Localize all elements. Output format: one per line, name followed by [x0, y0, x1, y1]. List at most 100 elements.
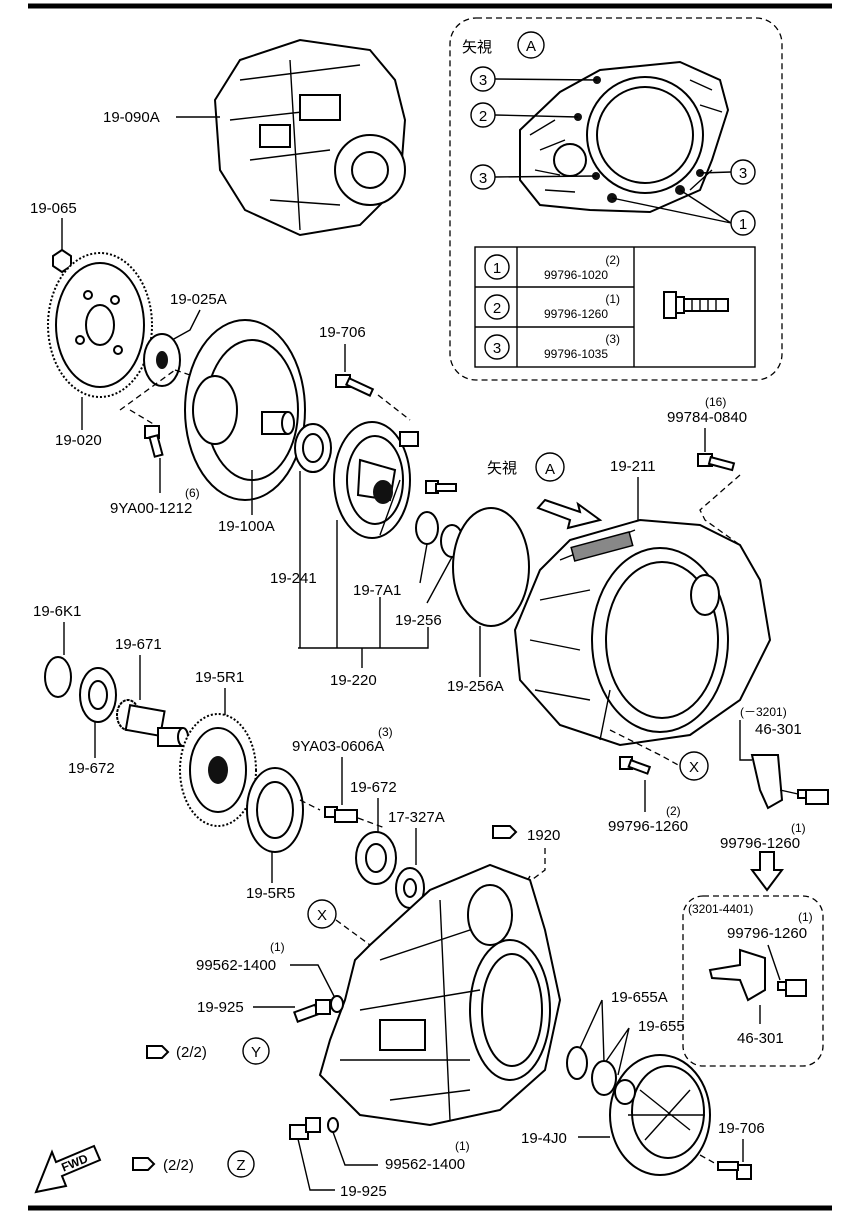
label-range-3201: (－3201) [740, 705, 787, 719]
bolt-table: 1 (2) 99796-1020 2 (1) 99796-1260 3 (3) … [474, 246, 756, 368]
label-99796-1260c: 99796-1260 [727, 925, 807, 942]
label-19-025A: 19-025A [170, 291, 227, 308]
torque-converter [184, 319, 306, 501]
callout-2: 2 [479, 108, 487, 125]
label-19-925-bot: 19-925 [340, 1183, 387, 1200]
ref-y-marker[interactable]: Y [251, 1044, 261, 1061]
o-ring-19-256A [452, 507, 530, 627]
pointing-hand-icon-z [132, 1157, 156, 1171]
label-19-671: 19-671 [115, 636, 162, 653]
output-gear-19-671 [116, 699, 189, 747]
view-a-inset: 矢視 A 3 2 3 3 1 [449, 17, 783, 381]
ref-z-circle [227, 1150, 255, 1178]
bearing-19-672-mid [355, 831, 397, 885]
label-19-090A: 19-090A [103, 109, 160, 126]
table-row-2-marker: 2 [493, 300, 501, 317]
label-9YA00-1212: 9YA00-1212 [110, 500, 192, 517]
inset-title: 矢視 [462, 39, 492, 56]
retainer-19-5R5 [246, 767, 304, 853]
fwd-arrow-icon: FWD [34, 1144, 102, 1194]
inset-border [449, 17, 783, 381]
label-46-301-bot: 46-301 [737, 1030, 784, 1047]
converter-housing [513, 518, 772, 747]
o-ring-19-256-a [415, 511, 439, 545]
label-99562-bot-qty: (1) [455, 1139, 470, 1153]
label-9YA00-qty: (6) [185, 486, 200, 500]
bracket-46-301-top [750, 754, 784, 810]
label-19-672-left: 19-672 [68, 760, 115, 777]
bolt-9YA00 [144, 425, 164, 458]
label-19-220: 19-220 [330, 672, 377, 689]
label-19-5R5: 19-5R5 [246, 885, 295, 902]
bolt-19-706-top [335, 374, 375, 397]
label-99796-1260-qty: (2) [666, 804, 681, 818]
callout-1: 1 [739, 216, 747, 233]
washer-99562-top [330, 995, 344, 1013]
bolt-99784 [697, 453, 736, 472]
drive-plate [143, 333, 181, 387]
sensor-19-925-bot [289, 1117, 321, 1140]
label-9YA03-0606A: 9YA03-0606A [292, 738, 384, 755]
pointing-hand-icon-y [146, 1045, 170, 1059]
label-19-7A1: 19-7A1 [353, 582, 401, 599]
label-99796-1260b: 99796-1260 [720, 835, 800, 852]
bolt-99796-1260-x [619, 756, 652, 775]
bolt-19-706-bot [717, 1161, 752, 1180]
transaxle-case [318, 863, 562, 1127]
marker-x-circle [679, 751, 709, 781]
cover-19-4J0 [609, 1054, 711, 1176]
label-19-5R1: 19-5R1 [195, 669, 244, 686]
sensor-19-925-top [293, 999, 331, 1023]
table-row-1-qty: (2) [605, 253, 620, 267]
ref-z-page[interactable]: (2/2) [163, 1157, 194, 1174]
table-row-1-part: 99796-1020 [544, 268, 608, 282]
callout-3c: 3 [739, 165, 747, 182]
label-19-256A: 19-256A [447, 678, 504, 695]
label-19-241: 19-241 [270, 570, 317, 587]
flywheel [47, 252, 153, 398]
ref-z-marker[interactable]: Z [236, 1157, 245, 1174]
ref-y-page[interactable]: (2/2) [176, 1044, 207, 1061]
label-19-256: 19-256 [395, 612, 442, 629]
bracket-46-301-bot [708, 948, 766, 1002]
label-19-672-mid: 19-672 [350, 779, 397, 796]
ref-1920[interactable]: 1920 [527, 827, 560, 844]
down-arrow [750, 851, 784, 892]
bearing-19-672-left [79, 667, 117, 723]
bolt-illustration [663, 291, 729, 319]
table-row-2-qty: (1) [605, 292, 620, 306]
seal-19-655 [591, 1060, 617, 1096]
label-19-655: 19-655 [638, 1018, 685, 1035]
callout-3b: 3 [479, 170, 487, 187]
view-a-housing [519, 60, 730, 214]
inset-marker-circle [517, 31, 545, 59]
bolt-99796-1260c [777, 979, 807, 997]
label-9YA03-qty: (3) [378, 725, 393, 739]
range-inset-border [682, 895, 824, 1067]
transaxle-assembly [213, 38, 407, 237]
washer-99562-bot [327, 1117, 339, 1133]
label-99784-qty: (16) [705, 395, 726, 409]
bolt-9YA03 [324, 806, 358, 823]
label-19-4J0: 19-4J0 [521, 1130, 567, 1147]
label-19-655A: 19-655A [611, 989, 668, 1006]
table-row-1-marker: 1 [493, 260, 501, 277]
label-19-6K1: 19-6K1 [33, 603, 81, 620]
label-46-301-top: 46-301 [755, 721, 802, 738]
pointing-hand-icon [492, 825, 518, 839]
label-19-065: 19-065 [30, 200, 77, 217]
snap-ring-19-6K1 [44, 656, 72, 698]
label-view-a-main: 矢視 [487, 460, 517, 477]
bolt-99796-1260b [797, 789, 829, 805]
marker-x: X [689, 759, 699, 776]
oil-seal-19-241 [294, 423, 332, 473]
label-99562-1400-top: 99562-1400 [196, 957, 276, 974]
gear-19-5R1 [179, 713, 257, 827]
label-19-100A: 19-100A [218, 518, 275, 535]
callout-3a: 3 [479, 72, 487, 89]
table-row-3-qty: (3) [605, 332, 620, 346]
marker-x-case-circle [307, 899, 337, 929]
seal-19-655A [566, 1046, 588, 1080]
